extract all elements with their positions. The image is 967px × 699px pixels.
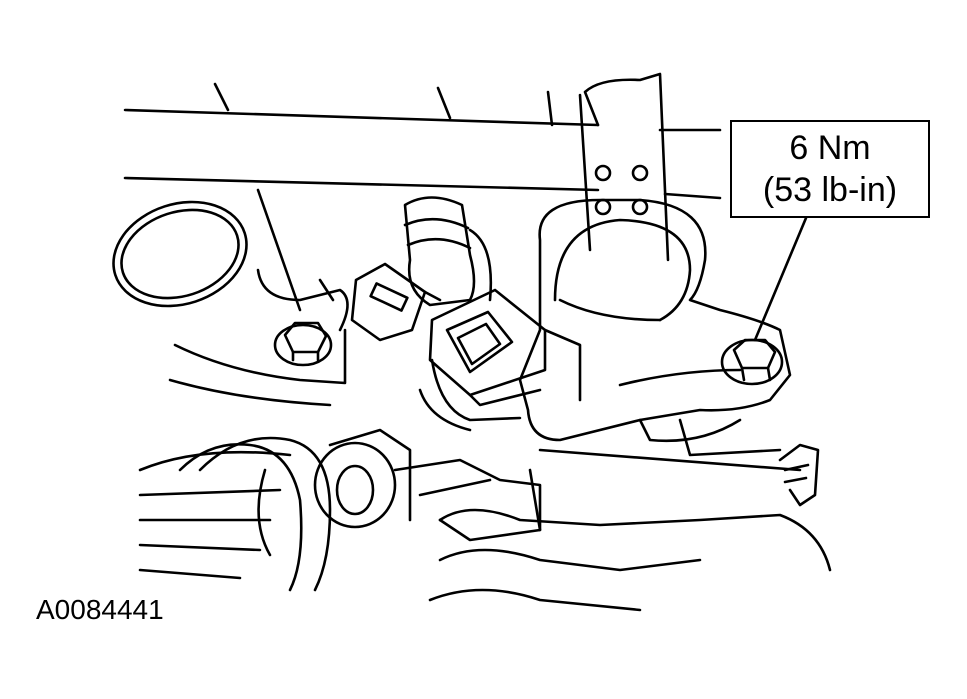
hose-bundle — [138, 436, 332, 592]
torque-metric: 6 Nm — [789, 129, 871, 167]
right-clip — [778, 443, 820, 507]
sensor-connector-icon — [428, 288, 582, 407]
torque-imperial: (53 lb-in) — [762, 171, 898, 209]
injector — [403, 196, 522, 432]
left-bolt-icon — [273, 321, 333, 367]
harness-clamp — [313, 428, 542, 542]
lower-bracket — [428, 448, 832, 612]
sensor-housing — [518, 198, 792, 457]
sensor-bolt-icon — [720, 338, 784, 386]
injector-connector-icon — [350, 262, 442, 342]
callout-leader — [753, 216, 808, 342]
frame-rails — [123, 82, 722, 200]
figure-id: A0084441 — [36, 594, 164, 625]
torque-callout: 6 Nm (53 lb-in) — [730, 120, 930, 218]
perforated-bracket — [578, 72, 670, 262]
ring-seal — [112, 200, 248, 308]
left-bracket — [168, 188, 349, 407]
